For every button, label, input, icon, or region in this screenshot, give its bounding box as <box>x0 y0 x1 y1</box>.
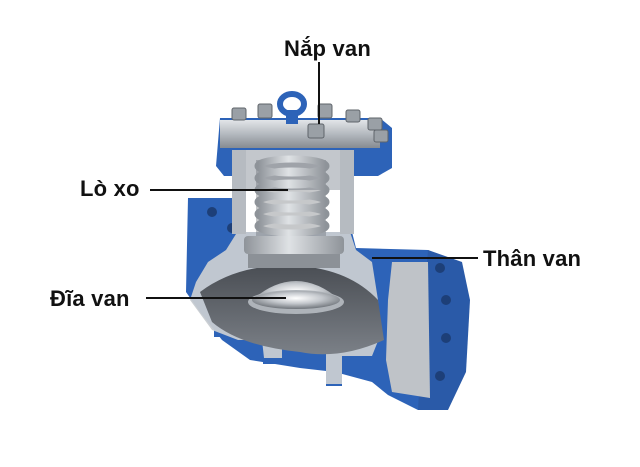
label-disc: Đĩa van <box>50 286 130 311</box>
leader-lines <box>146 62 478 299</box>
label-body: Thân van <box>483 246 582 271</box>
valve-disc <box>248 281 344 314</box>
spring <box>244 155 344 268</box>
label-cover: Nắp van <box>284 36 371 61</box>
label-spring: Lò xo <box>80 176 140 201</box>
